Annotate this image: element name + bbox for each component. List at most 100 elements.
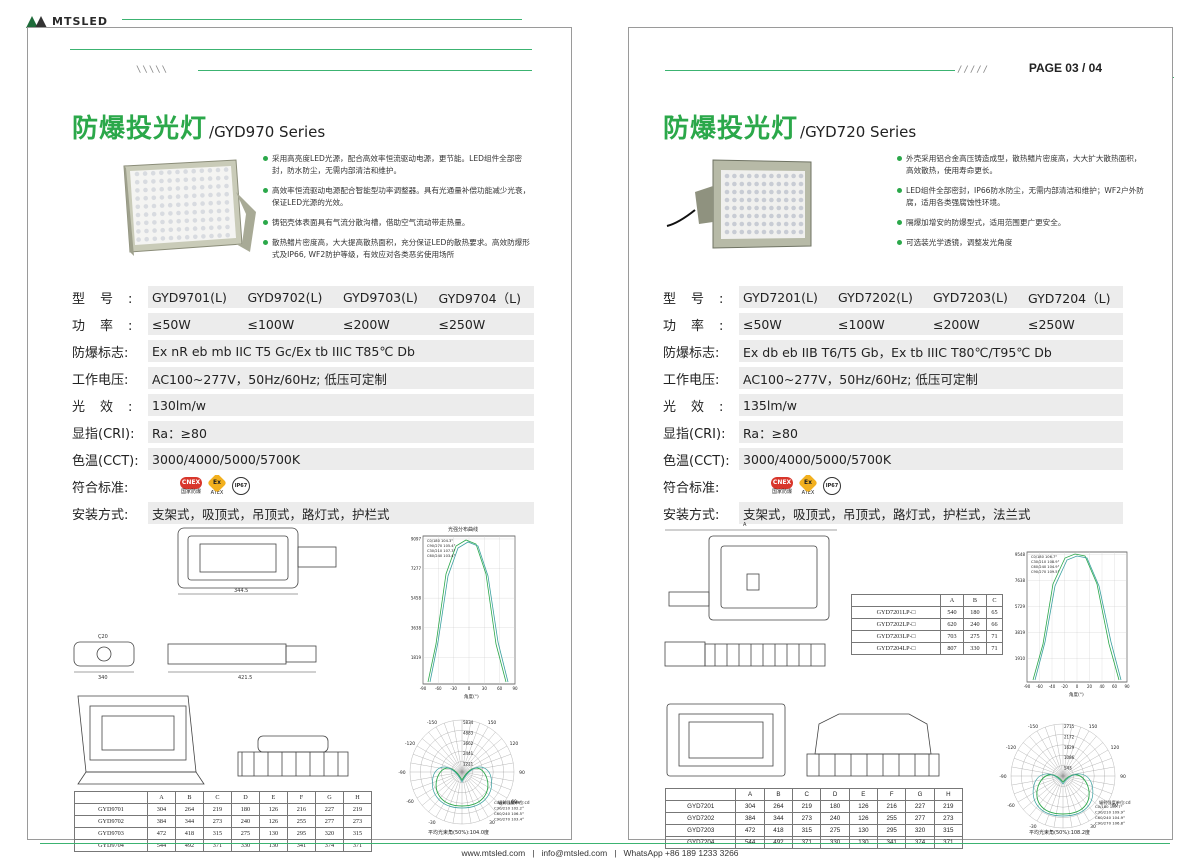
table-cell: 315 <box>202 827 232 840</box>
led-dot <box>159 170 164 176</box>
table-cell: 620 <box>939 618 964 631</box>
table-cell: 126 <box>848 812 879 825</box>
polar-spoke <box>1062 724 1073 777</box>
led-dot <box>791 189 796 195</box>
cnex-icon: CNEX <box>180 477 202 489</box>
spec-row-ex: 防爆标志: Ex nR eb mb IIC T5 Gc/Ex tb IIIC T… <box>72 340 534 362</box>
spec-label: 安装方式: <box>663 507 720 523</box>
intensity-chart: C0/180 106.7°C30/210 108.9°C60/240 104.9… <box>1015 551 1130 698</box>
spec-value: 135lm/w <box>739 394 1123 416</box>
table-cell: 66 <box>985 618 1004 631</box>
table-cell: GYD7202 <box>664 812 737 825</box>
led-dot <box>224 208 230 213</box>
table-cell: 330 <box>962 642 987 655</box>
footer-website[interactable]: www.mtsled.com <box>461 848 526 858</box>
led-dot <box>216 184 221 189</box>
polar-legend-entry: C90/270 103.4° <box>494 817 524 822</box>
led-dot <box>176 227 182 232</box>
footer-email[interactable]: info@mtsled.com <box>541 848 608 858</box>
polar-spoke <box>1053 724 1064 777</box>
top-view-drawing <box>665 529 837 621</box>
table-cell: 255 <box>286 815 316 828</box>
polar-spoke <box>1062 775 1097 816</box>
led-dot <box>176 202 181 208</box>
table-cell: 264 <box>174 803 204 816</box>
led-dot <box>798 213 804 219</box>
spec-row-voltage: 工作电压: AC100~277V，50Hz/60Hz; 低压可定制 <box>72 367 534 389</box>
brand-logo-icon <box>26 14 48 28</box>
table-cell: 216 <box>877 800 907 813</box>
led-dot <box>224 175 229 181</box>
table-cell: 219 <box>933 800 964 813</box>
title-en: /GYD970 Series <box>209 123 326 141</box>
polar-tick-label: 3662 <box>463 741 474 746</box>
spec-label: 光效: <box>663 399 739 415</box>
polar-angle-label: 60 <box>511 799 517 805</box>
table-cell: 240 <box>820 812 850 825</box>
table-cell: 126 <box>848 800 879 813</box>
footer-whatsapp[interactable]: WhatsApp +86 189 1233 3266 <box>623 848 739 858</box>
table-header: E <box>848 788 879 801</box>
spec-label: 显指(CRI): <box>663 426 726 442</box>
spec-label: 防爆标志: <box>663 345 720 361</box>
led-dot <box>724 173 730 179</box>
polar-spoke <box>1036 775 1064 822</box>
feature-item: 隔爆加增安的防爆型式，适用范围更广更安全。 <box>897 217 1147 229</box>
led-dot <box>159 186 164 192</box>
model-value: GYD7204（L) <box>1028 290 1111 306</box>
spec-label: 显指(CRI): <box>72 426 135 442</box>
legend-entry: C30/210 108.9° <box>1031 560 1060 564</box>
table-cell: 273 <box>202 815 232 828</box>
cnex-icon: CNEX <box>771 477 793 489</box>
led-dot <box>798 229 804 235</box>
front-view-drawing <box>666 703 786 777</box>
polar-tick-label: 2172 <box>1064 734 1075 739</box>
page-rule <box>70 49 532 50</box>
led-dot <box>159 195 165 200</box>
led-dot <box>776 189 782 195</box>
table-cell: 544 <box>735 836 765 849</box>
feature-item: LED组件全部密封，IP66防水防尘，无需内部清洁和维护；WF2户外防腐，适用各… <box>897 185 1147 209</box>
led-dot <box>200 225 206 231</box>
polar-angle-label: 150 <box>488 720 497 726</box>
led-dot <box>135 196 140 201</box>
y-tick-label: 3638 <box>411 625 422 630</box>
page-title: 防爆投光灯 /GYD720 Series <box>663 108 916 145</box>
led-dot <box>776 197 782 203</box>
polar-angle-label: 90 <box>519 770 525 776</box>
polar-angle-label: -60 <box>1007 803 1014 809</box>
polar-spoke <box>444 723 463 773</box>
x-tick-label: 30 <box>482 686 488 691</box>
polar-angle-label: 30 <box>489 820 495 826</box>
polar-spoke <box>1029 736 1064 777</box>
led-dot <box>192 209 197 215</box>
table-cell: 540 <box>939 606 964 619</box>
led-dot <box>167 202 173 208</box>
polar-spoke <box>461 771 496 812</box>
cnex-badge: CNEX 国家防爆 <box>180 477 202 495</box>
led-dot <box>791 213 796 219</box>
spec-row-cri: 显指(CRI): Ra：≥80 <box>72 421 534 443</box>
led-dot <box>225 216 230 222</box>
product-image <box>666 159 812 249</box>
spec-row-cct: 色温(CCT): 3000/4000/5000/5700K <box>72 448 534 470</box>
spec-row-model: 型号: GYD9701(L) GYD9702(L) GYD9703(L) GYD… <box>72 286 534 308</box>
table-cell: 273 <box>342 815 373 828</box>
led-dot <box>135 188 140 193</box>
spec-value: 3000/4000/5000/5700K <box>739 448 1123 470</box>
feature-item: 高效率恒流驱动电源配合智能型功率调整器。具有光通量补偿功能减少光衰，保证LED光… <box>263 185 533 209</box>
table-cell: GYD7204LP-□ <box>851 642 941 655</box>
table-header: C <box>792 788 822 801</box>
led-dot <box>739 197 745 203</box>
led-dot <box>724 221 730 227</box>
polar-spoke <box>1062 742 1103 777</box>
polar-spoke <box>1062 775 1109 803</box>
spec-row-efficacy: 光效: 130lm/w <box>72 394 534 416</box>
chart-xlabel: 角度(°) <box>1069 691 1084 698</box>
title-en: /GYD720 Series <box>800 123 917 141</box>
